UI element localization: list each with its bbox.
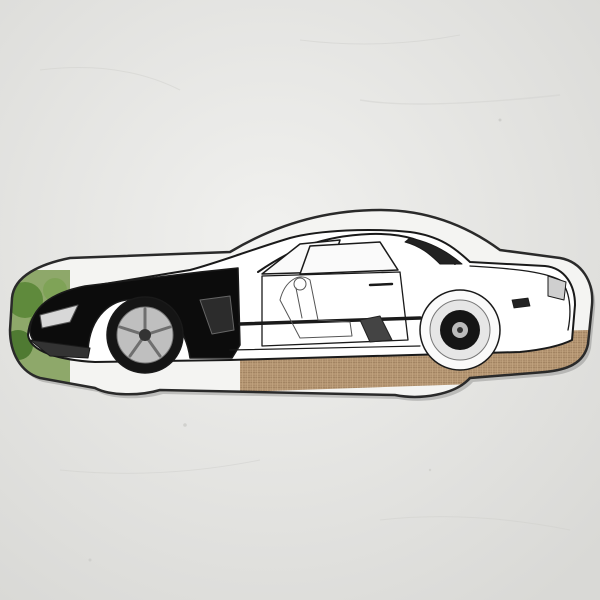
wall-texture	[39, 34, 571, 562]
front-wheel	[106, 296, 184, 374]
rear-wheel	[419, 289, 501, 371]
roof-black-panel	[404, 237, 463, 265]
car-illustration	[27, 229, 576, 374]
rocker-panel	[229, 345, 421, 351]
front-bumper	[29, 339, 91, 359]
tail-light	[547, 275, 567, 301]
headlight	[39, 304, 79, 329]
door-handle	[368, 282, 394, 287]
side-window	[299, 241, 399, 275]
interior-seat	[279, 276, 393, 343]
rear-emblem	[511, 297, 531, 309]
side-vent	[199, 295, 235, 335]
